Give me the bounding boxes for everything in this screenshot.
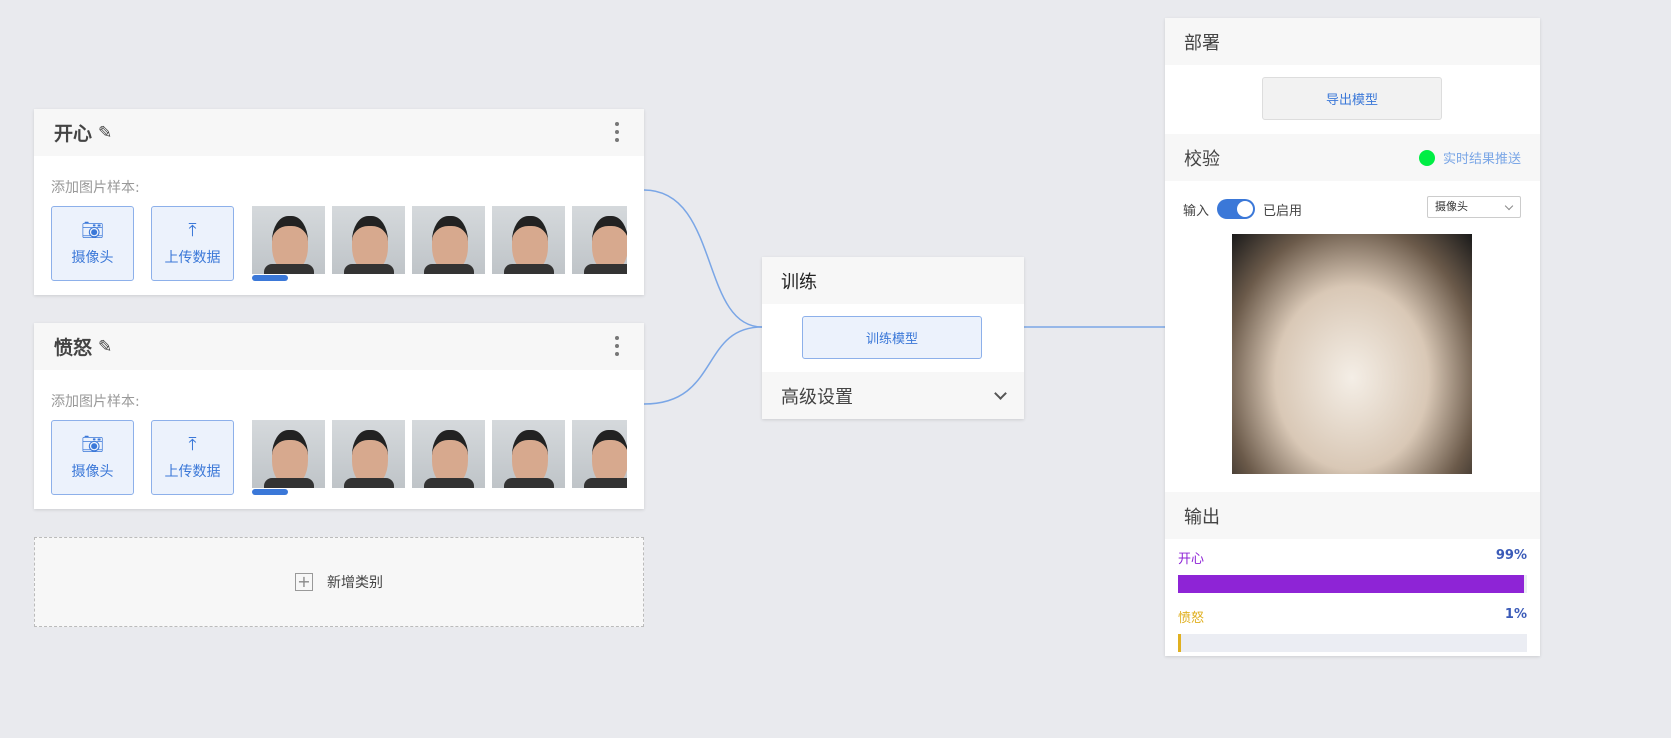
sample-image[interactable] <box>332 420 405 488</box>
output-result-happy: 开心 99% <box>1178 548 1527 593</box>
source-value: 摄像头 <box>1435 200 1468 213</box>
right-panel: 部署 导出模型 校验 实时结果推送 输入 已启用 摄像头 输出 开心 99% 愤怒… <box>1165 18 1540 656</box>
advanced-settings[interactable]: 高级设置 <box>762 372 1024 419</box>
sample-thumbnails[interactable] <box>252 420 627 488</box>
pencil-icon[interactable]: ✎ <box>98 336 113 357</box>
status-dot <box>1418 149 1435 166</box>
upload-icon: ⤒ <box>188 433 197 455</box>
sample-image[interactable] <box>492 206 565 274</box>
train-panel: 训练 训练模型 高级设置 <box>762 257 1024 419</box>
plus-icon: + <box>295 573 313 591</box>
chevron-down-icon <box>1504 201 1514 210</box>
sample-image[interactable] <box>252 206 325 274</box>
sample-image[interactable] <box>572 420 627 488</box>
camera-preview <box>1232 234 1472 474</box>
upload-label: 上传数据 <box>164 249 221 266</box>
train-model-button[interactable]: 训练模型 <box>802 316 982 359</box>
more-icon[interactable] <box>614 122 620 142</box>
class-name[interactable]: 开心 <box>54 123 93 145</box>
sample-label: 添加图片样本: <box>51 180 140 196</box>
upload-label: 上传数据 <box>164 463 221 480</box>
add-class-label: 新增类别 <box>327 575 383 591</box>
thumbnail-scrollbar[interactable] <box>252 489 288 495</box>
result-percent: 99% <box>1495 548 1527 563</box>
camera-icon: 📷︎ <box>81 219 104 241</box>
result-bar <box>1178 634 1182 652</box>
result-percent: 1% <box>1504 607 1527 622</box>
result-label: 开心 <box>1178 552 1205 567</box>
camera-label: 摄像头 <box>71 249 114 266</box>
camera-label: 摄像头 <box>71 463 114 480</box>
sample-label: 添加图片样本: <box>51 394 140 410</box>
source-select[interactable]: 摄像头 <box>1427 196 1521 218</box>
sample-thumbnails[interactable] <box>252 206 627 274</box>
result-bar <box>1178 575 1524 593</box>
upload-button[interactable]: ⤒ 上传数据 <box>151 206 234 281</box>
input-toggle[interactable] <box>1217 199 1256 219</box>
sample-image[interactable] <box>332 206 405 274</box>
advanced-label: 高级设置 <box>781 386 853 408</box>
train-title: 训练 <box>762 257 1024 304</box>
sample-image[interactable] <box>412 206 485 274</box>
add-class-button[interactable]: + 新增类别 <box>34 537 644 627</box>
input-label: 输入 <box>1183 203 1210 219</box>
camera-icon: 📷︎ <box>81 433 104 455</box>
class-card-angry: 愤怒✎ 添加图片样本: 📷︎ 摄像头 ⤒ 上传数据 <box>34 323 644 509</box>
toggle-state: 已启用 <box>1263 203 1303 219</box>
upload-icon: ⤒ <box>188 219 197 241</box>
sample-image[interactable] <box>252 420 325 488</box>
class-name[interactable]: 愤怒 <box>54 337 93 359</box>
camera-button[interactable]: 📷︎ 摄像头 <box>51 420 134 495</box>
pencil-icon[interactable]: ✎ <box>98 122 113 143</box>
live-push-label[interactable]: 实时结果推送 <box>1442 152 1521 167</box>
more-icon[interactable] <box>614 336 620 356</box>
deploy-title: 部署 <box>1165 18 1540 65</box>
verify-title: 校验 <box>1184 148 1220 170</box>
output-title: 输出 <box>1165 492 1540 539</box>
chevron-down-icon <box>994 386 1007 400</box>
export-model-button[interactable]: 导出模型 <box>1262 77 1442 120</box>
sample-image[interactable] <box>412 420 485 488</box>
upload-button[interactable]: ⤒ 上传数据 <box>151 420 234 495</box>
verify-header: 校验 实时结果推送 <box>1165 134 1540 181</box>
camera-button[interactable]: 📷︎ 摄像头 <box>51 206 134 281</box>
output-result-angry: 愤怒 1% <box>1178 607 1527 652</box>
class-card-happy: 开心✎ 添加图片样本: 📷︎ 摄像头 ⤒ 上传数据 <box>34 109 644 295</box>
thumbnail-scrollbar[interactable] <box>252 275 288 281</box>
result-label: 愤怒 <box>1178 611 1205 626</box>
sample-image[interactable] <box>572 206 627 274</box>
sample-image[interactable] <box>492 420 565 488</box>
